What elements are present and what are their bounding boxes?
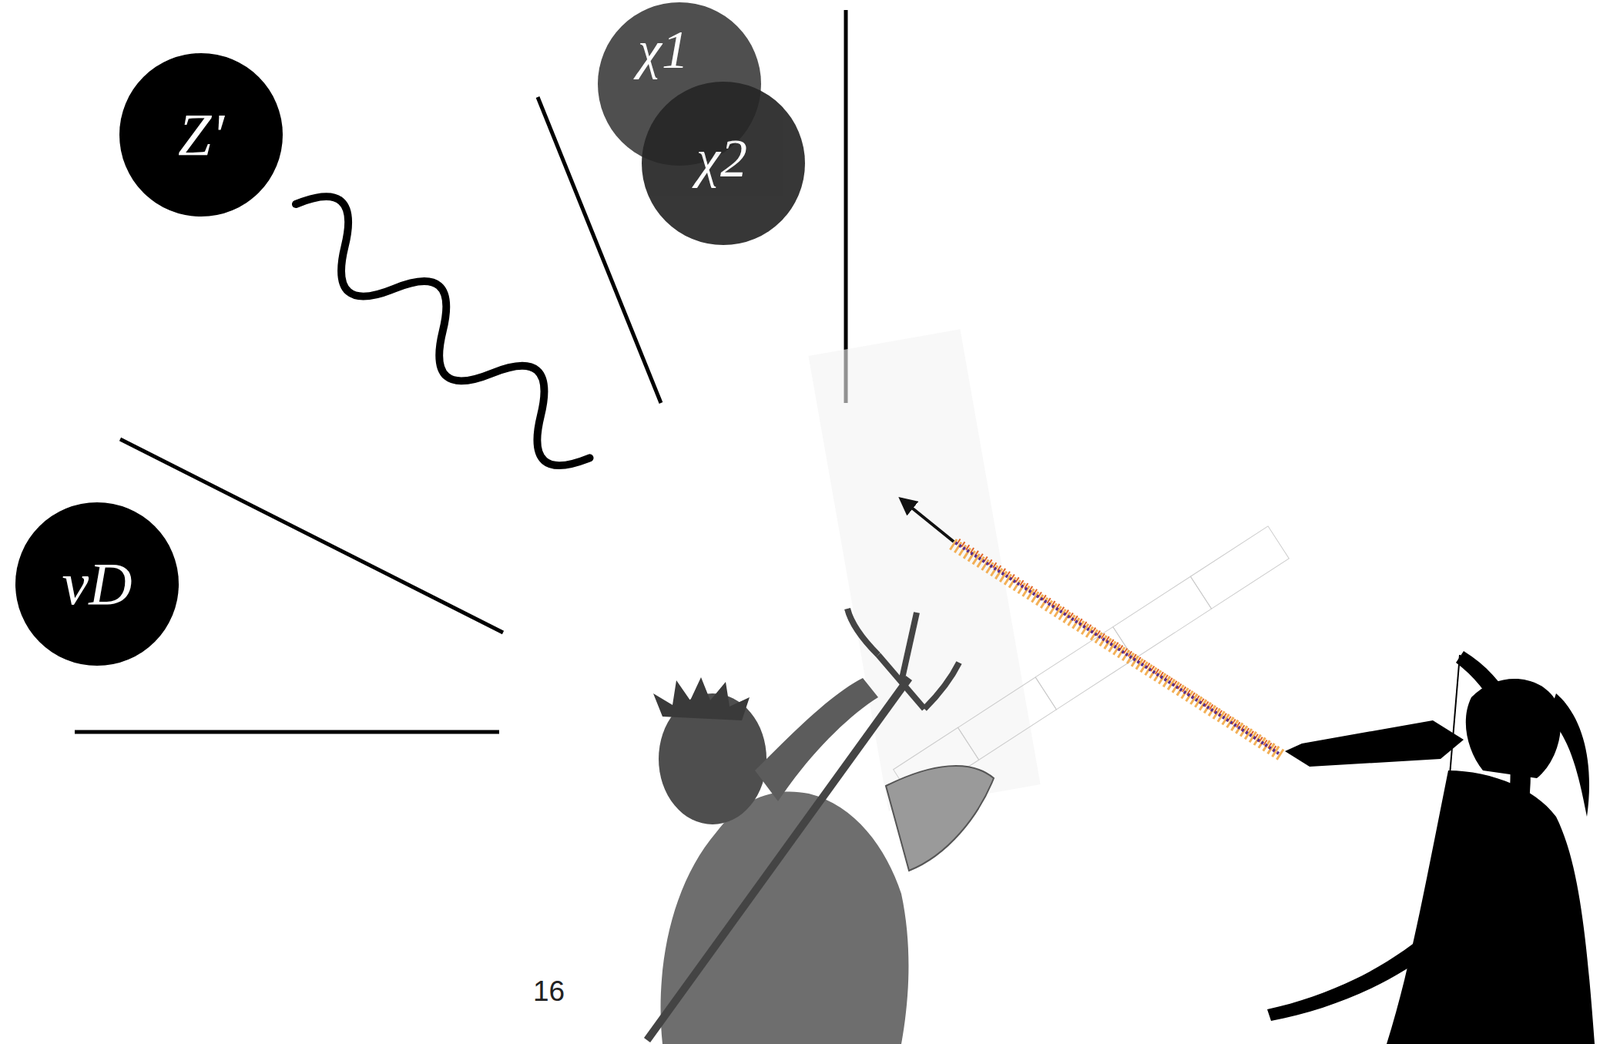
wavy-line-path bbox=[275, 180, 611, 483]
diagonal-line bbox=[120, 439, 504, 633]
horizontal-line bbox=[74, 730, 500, 735]
page-number: 16 bbox=[533, 976, 565, 1006]
trident-prong bbox=[901, 612, 917, 682]
particle-symbol: νD bbox=[62, 553, 133, 614]
trident-prong bbox=[847, 608, 879, 655]
shower-hits bbox=[955, 539, 1275, 749]
detector-frame bbox=[1113, 576, 1212, 659]
particle-symbol: Z' bbox=[177, 104, 225, 165]
trident-head bbox=[847, 608, 960, 709]
statue-body bbox=[660, 791, 910, 1044]
wavy-line bbox=[275, 180, 611, 483]
trident-prong bbox=[924, 662, 960, 709]
trident-shaft bbox=[647, 677, 910, 1040]
detector-frames bbox=[893, 526, 1290, 802]
neptune-statue bbox=[647, 608, 994, 1044]
helmet-plume bbox=[1548, 693, 1590, 817]
detector-frame bbox=[1190, 526, 1289, 609]
particle-circle: Z' bbox=[119, 53, 283, 217]
particle-circle: νD bbox=[15, 502, 179, 666]
particle-symbol: χ2 bbox=[696, 131, 748, 186]
direction-arrow bbox=[901, 499, 954, 542]
particle-circle: χ2 bbox=[641, 81, 806, 245]
archer-helmet bbox=[1465, 678, 1561, 779]
display-panel bbox=[808, 328, 1040, 812]
archer-torso bbox=[1386, 770, 1595, 1044]
track-hits bbox=[953, 541, 1279, 754]
detector-frame bbox=[1035, 627, 1134, 710]
archer-arm bbox=[1284, 720, 1464, 767]
detector-frame bbox=[957, 677, 1057, 760]
statue-crown bbox=[653, 677, 750, 721]
event-display bbox=[808, 328, 1289, 812]
archer-silhouette bbox=[1267, 650, 1595, 1044]
statue-fin bbox=[885, 765, 994, 871]
vertical-line bbox=[844, 10, 849, 403]
particle-symbol: χ1 bbox=[637, 23, 689, 78]
